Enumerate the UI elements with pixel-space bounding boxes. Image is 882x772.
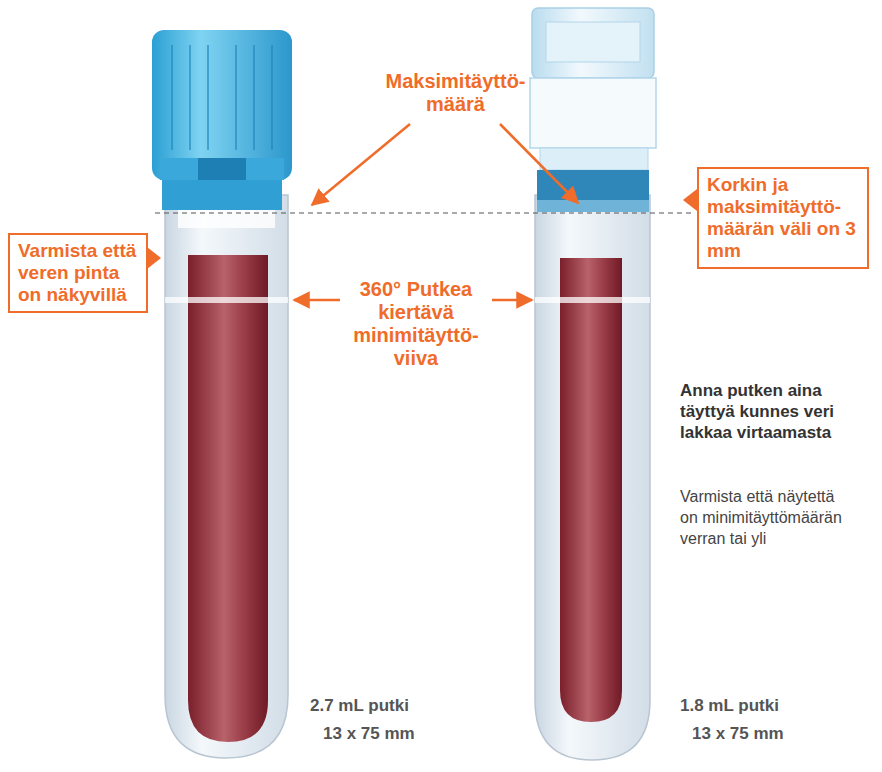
tube-volume: 2.7 mL putki <box>310 696 460 716</box>
tube-volume: 1.8 mL putki <box>680 696 830 716</box>
callout-text: Varmista että veren pinta on näkyvillä <box>18 240 138 306</box>
instruction-note: Varmista että näytettä on minimitäyttömä… <box>680 486 848 549</box>
callout-text: Korkin ja maksimitäyttö- määrän väli on … <box>707 174 859 262</box>
callout-box: Varmista että veren pinta on näkyvillä <box>8 233 148 313</box>
right-tube <box>530 8 656 760</box>
max-fill-line <box>155 213 694 214</box>
tube-size: 13 x 75 mm <box>323 724 473 744</box>
leader-arrows <box>294 124 578 300</box>
tube-size: 13 x 75 mm <box>692 724 842 744</box>
min-fill-label: 360° Putkea kiertävä minimitäyttö- viiva <box>340 278 492 370</box>
instruction-note: Anna putken aina täyttyä kunnes veri lak… <box>680 380 872 443</box>
callout-pointer <box>147 247 161 269</box>
callout-box: Korkin ja maksimitäyttö- määrän väli on … <box>697 167 869 269</box>
callout-pointer <box>683 189 697 211</box>
left-tube <box>152 30 292 758</box>
max-fill-label: Maksimitäyttö- määrä <box>368 70 543 116</box>
